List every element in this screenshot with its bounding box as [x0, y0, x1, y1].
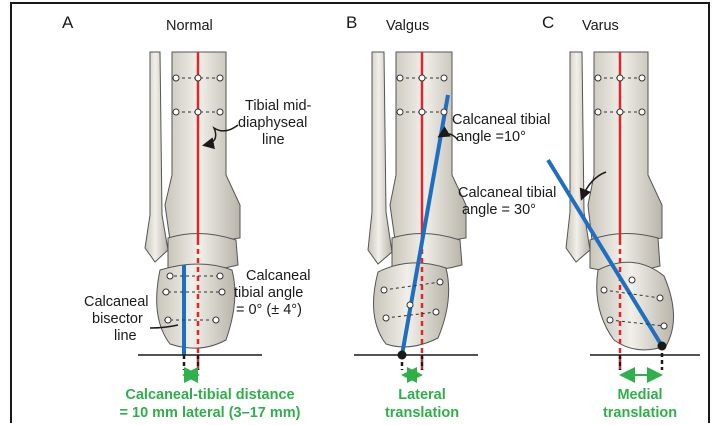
angle-a-label-3: = 0° (± 4°) — [236, 302, 302, 319]
calc-bisector-label-3: line — [114, 328, 137, 345]
calc-bisector-label-1: Calcaneal — [84, 294, 149, 311]
angle-c-label-1: Calcaneal tibial — [458, 185, 556, 202]
caption-c-line-1: Medial — [590, 386, 690, 404]
panel-c-letter: C — [542, 14, 554, 31]
tibial-mid-label-2: diaphyseal — [238, 115, 307, 132]
caption-b-line-1: Lateral — [372, 386, 472, 404]
panel-c-title: Varus — [582, 18, 619, 35]
calc-bisector-label-2: bisector — [92, 311, 143, 328]
tibial-mid-label-1: Tibial mid- — [245, 98, 311, 115]
caption-c-line-2: translation — [590, 404, 690, 422]
panel-a-bones — [145, 52, 240, 348]
caption-b-line-2: translation — [372, 404, 472, 422]
caption-a-line-2: = 10 mm lateral (3–17 mm) — [100, 404, 320, 422]
angle-b-label-1: Calcaneal tibial — [452, 112, 550, 129]
angle-c-label-2: angle = 30° — [462, 202, 536, 219]
angle-b-label-2: angle =10° — [456, 129, 526, 146]
tibial-mid-label-3: line — [262, 132, 285, 149]
angle-a-label-1: Calcaneal — [246, 268, 311, 285]
panel-b-bones — [368, 52, 466, 347]
caption-a-line-1: Calcaneal-tibial distance — [110, 386, 310, 404]
angle-a-label-2: tibial angle — [234, 285, 303, 302]
panel-b-title: Valgus — [386, 18, 429, 35]
panel-b-letter: B — [346, 14, 357, 31]
panel-a-title: Normal — [166, 18, 213, 35]
panel-a-letter: A — [62, 14, 73, 31]
